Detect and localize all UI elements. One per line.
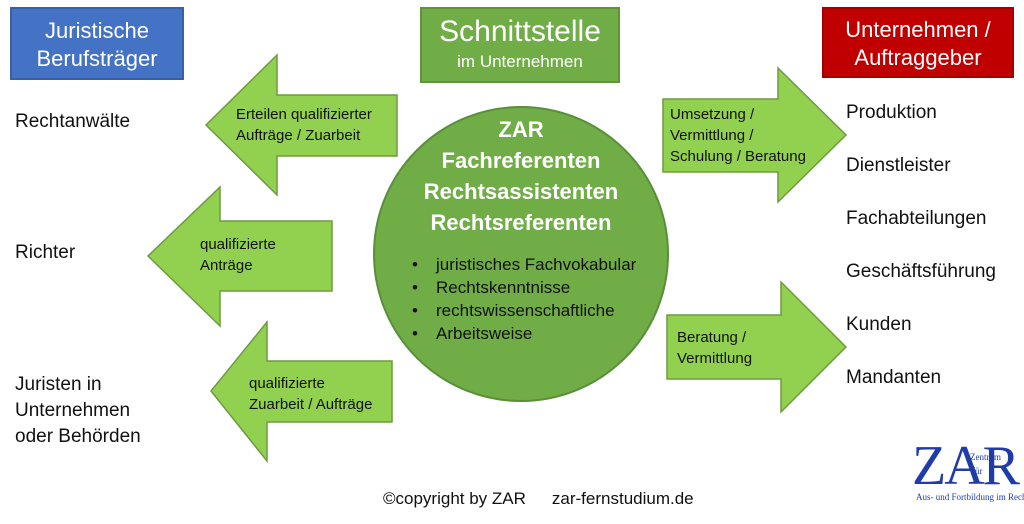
arrow-left-1-line2: Aufträge / Zuarbeit — [236, 127, 361, 144]
header-box-interface: Schnittstelle im Unternehmen — [420, 7, 620, 83]
zar-logo-letters: ZAR — [912, 435, 1020, 497]
label-geschaeftsfuehrung: Geschäftsführung — [846, 261, 996, 282]
arrow-left-1-line1: Erteilen qualifizierter — [236, 106, 372, 123]
header-box-interface-title: Schnittstelle — [439, 15, 601, 48]
arrow-left-2-line2: Anträge — [200, 257, 253, 274]
arrow-right-1-line2: Vermittlung / — [670, 127, 754, 144]
label-rechtsanwaelte: Rechtanwälte — [15, 111, 131, 132]
center-title: ZAR Fachreferenten Rechtsassistenten Rec… — [373, 114, 669, 238]
center-title-zar: ZAR — [498, 117, 544, 142]
arrow-right-2-line2: Vermittlung — [677, 350, 753, 367]
bullet-item: juristisches Fachvokabular — [412, 253, 636, 276]
center-bullets: juristisches Fachvokabular Rechtskenntni… — [412, 253, 636, 345]
label-produktion: Produktion — [846, 102, 937, 123]
header-box-legal-line2: Berufsträger — [36, 46, 158, 71]
header-box-legal-line1: Juristische — [45, 18, 149, 43]
zar-logo-line3: Aus- und Fortbildung im Recht — [916, 492, 1024, 502]
header-box-clients: Unternehmen / Auftraggeber — [822, 7, 1014, 78]
footer: ©copyright by ZAR zar-fernstudium.de — [383, 488, 720, 510]
label-juristen: Juristen in Unternehmen oder Behörden — [15, 372, 141, 450]
bullet-item-continuation: Arbeitsweise — [412, 322, 636, 345]
zar-logo-line1: Zentrum — [970, 452, 1001, 462]
header-box-interface-subtitle: im Unternehmen — [457, 52, 583, 71]
label-juristen-line1: Juristen in — [15, 374, 102, 395]
header-box-legal-professionals: Juristische Berufsträger — [10, 7, 184, 80]
header-box-clients-line1: Unternehmen / — [845, 17, 991, 42]
bullet-item: rechtswissenschaftliche — [412, 299, 636, 322]
arrow-left-1-text: Erteilen qualifizierter Aufträge / Zuarb… — [236, 104, 372, 146]
arrow-right-2-line1: Beratung / — [677, 329, 747, 346]
arrow-left-2-text: qualifizierte Anträge — [200, 234, 276, 276]
zar-logo-line2: für — [972, 466, 983, 476]
arrow-left-3-text: qualifizierte Zuarbeit / Aufträge — [249, 373, 372, 415]
arrow-right-2-text: Beratung / Vermittlung — [677, 327, 752, 369]
arrow-left-2 — [146, 185, 333, 328]
center-title-rechtsreferenten: Rechtsreferenten — [430, 210, 612, 235]
arrow-right-1 — [662, 66, 848, 204]
label-richter: Richter — [15, 242, 76, 263]
label-dienstleister: Dienstleister — [846, 155, 951, 176]
arrow-left-3-line1: qualifizierte — [249, 375, 325, 392]
arrow-right-2 — [666, 280, 848, 414]
label-juristen-line3: oder Behörden — [15, 426, 141, 447]
center-title-rechtsassistenten: Rechtsassistenten — [423, 179, 619, 204]
label-mandanten: Mandanten — [846, 367, 942, 388]
label-fachabteilungen: Fachabteilungen — [846, 208, 987, 229]
label-juristen-line2: Unternehmen — [15, 400, 131, 421]
website-text: zar-fernstudium.de — [551, 489, 694, 508]
label-kunden: Kunden — [846, 314, 912, 335]
arrow-right-1-line1: Umsetzung / — [670, 106, 755, 123]
zar-logo: ZAR Zentrum für Aus- und Fortbildung im … — [912, 435, 1024, 520]
arrow-left-1 — [204, 53, 398, 197]
center-title-fachreferenten: Fachreferenten — [441, 148, 601, 173]
arrow-left-2-line1: qualifizierte — [200, 236, 276, 253]
copyright-text: ©copyright by ZAR — [383, 489, 526, 508]
header-box-clients-line2: Auftraggeber — [854, 45, 982, 70]
arrow-left-3 — [210, 319, 393, 464]
bullet-item-continuation-text: Arbeitsweise — [436, 324, 533, 343]
arrow-right-1-text: Umsetzung / Vermittlung / Schulung / Ber… — [670, 104, 806, 167]
arrow-left-3-line2: Zuarbeit / Aufträge — [249, 396, 373, 413]
bullet-item: Rechtskenntnisse — [412, 276, 636, 299]
arrow-right-1-line3: Schulung / Beratung — [670, 148, 806, 165]
